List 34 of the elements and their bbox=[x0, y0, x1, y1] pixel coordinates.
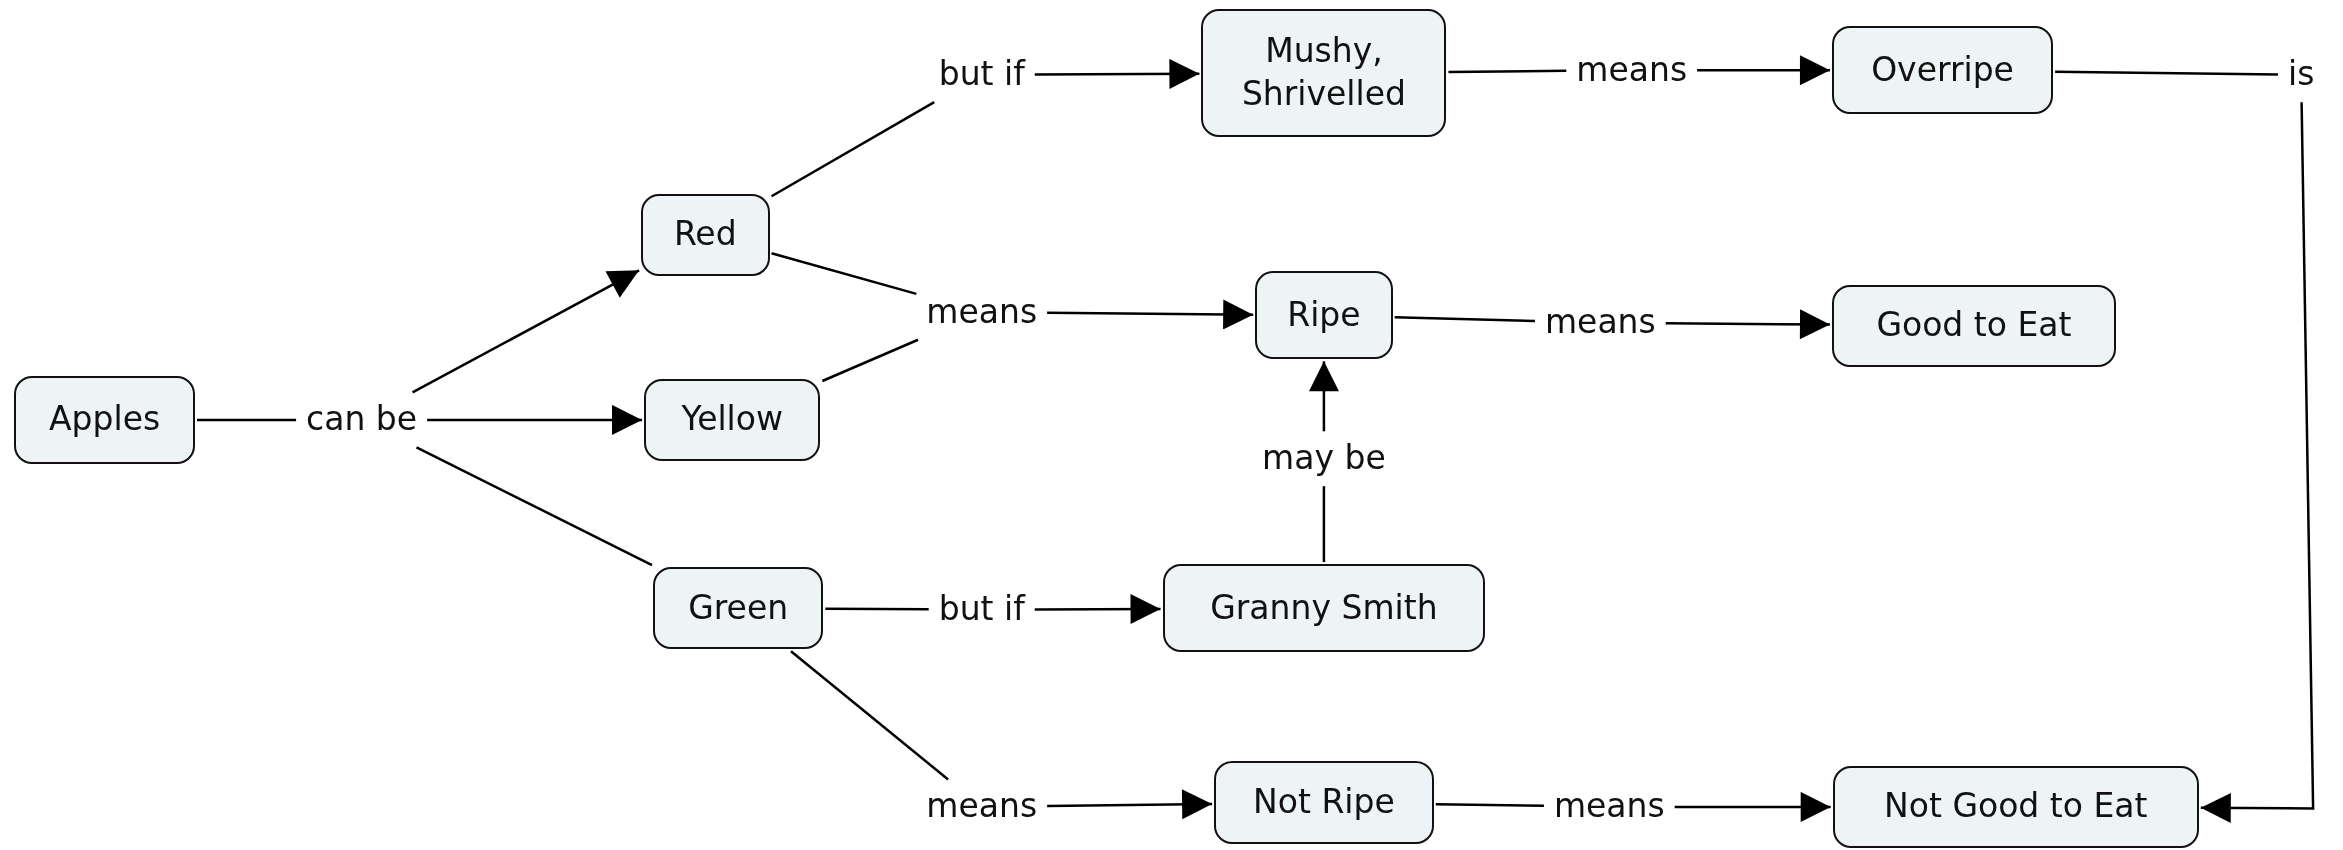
connector-line bbox=[1448, 69, 1567, 74]
arrow bbox=[1308, 361, 1339, 432]
arrow bbox=[1697, 55, 1830, 86]
concept-box: Mushy, Shrivelled bbox=[1201, 8, 1447, 138]
arrow bbox=[1047, 299, 1254, 330]
concept-box: Granny Smith bbox=[1162, 564, 1486, 653]
connector-line bbox=[415, 446, 653, 567]
connector-line bbox=[1322, 486, 1326, 563]
concept-box: Not Ripe bbox=[1214, 760, 1434, 845]
connector-line bbox=[1435, 802, 1544, 808]
arrow bbox=[411, 269, 640, 394]
arrow bbox=[427, 404, 643, 435]
arrow bbox=[1047, 789, 1213, 820]
arrow bbox=[1674, 791, 1831, 822]
concept-box: Good to Eat bbox=[1831, 284, 2116, 367]
concept-box: Not Good to Eat bbox=[1832, 765, 2199, 848]
arrow bbox=[1034, 594, 1161, 624]
arrow bbox=[1034, 58, 1200, 89]
connector-line bbox=[1394, 315, 1535, 323]
connector-line bbox=[771, 252, 917, 296]
connector-line bbox=[770, 101, 935, 198]
connector-line bbox=[821, 338, 919, 383]
connector-line bbox=[2055, 70, 2278, 76]
concept-box: Red bbox=[641, 193, 770, 276]
connector-line bbox=[790, 650, 949, 781]
concept-box: Ripe bbox=[1255, 271, 1393, 360]
concept-box: Green bbox=[653, 567, 824, 650]
connector-line bbox=[197, 418, 297, 422]
concept-box: Yellow bbox=[644, 378, 821, 461]
arrow bbox=[2200, 102, 2315, 823]
concept-box: Apples bbox=[14, 375, 195, 464]
arrow bbox=[1665, 309, 1830, 340]
concept-box: Overripe bbox=[1831, 26, 2054, 115]
connector-line bbox=[825, 607, 929, 611]
